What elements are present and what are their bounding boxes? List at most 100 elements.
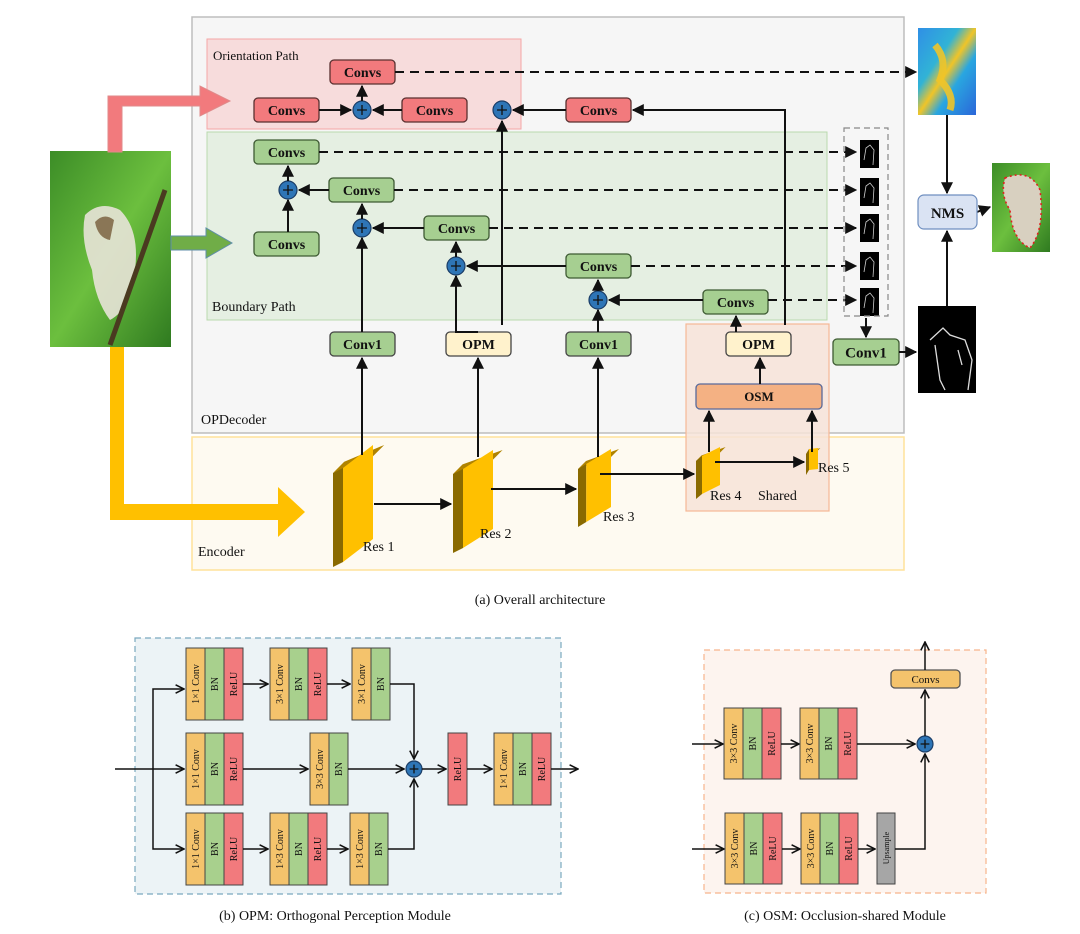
opm-branch2-block1-relu-label: ReLU xyxy=(229,756,240,781)
osm-block-label: OSM xyxy=(744,389,774,404)
orientation-convs-3-label: Convs xyxy=(580,104,618,119)
boundary-convs-1: Convs xyxy=(253,139,320,165)
opdecoder-label: OPDecoder xyxy=(201,413,267,428)
boundary-convs-2: Convs xyxy=(328,177,395,203)
opm-branch1-block1-conv-label: 1×1 Conv xyxy=(191,664,202,704)
opm-tail-block-bn-label: BN xyxy=(518,762,529,776)
osm-block: OSM xyxy=(695,383,823,410)
res-5-label: Res 5 xyxy=(818,461,850,476)
side-output-stack xyxy=(843,127,889,317)
orientation-convs-top-label: Convs xyxy=(344,66,382,81)
osm-bottom-block2-conv-label: 3×3 Conv xyxy=(806,829,817,869)
opm-tail-block-conv-label: 1×1 Conv xyxy=(499,749,510,789)
encoder-label: Encoder xyxy=(198,545,245,560)
fuse-conv1-label: Conv1 xyxy=(845,345,887,361)
boundary-side-output-5 xyxy=(860,288,879,316)
res-4: Res 4 xyxy=(696,447,742,504)
orientation-path-label: Orientation Path xyxy=(213,48,299,63)
opm-branch1-block3: 3×1 Conv BN xyxy=(351,647,391,721)
res-1-label: Res 1 xyxy=(363,540,395,555)
opm-branch2-block2-bn-label: BN xyxy=(334,762,345,776)
opm-branch2-block2-conv-label: 3×3 Conv xyxy=(315,749,326,789)
boundary-convs-3-label: Convs xyxy=(438,222,476,237)
opm-branch3-block2-conv-label: 1×3 Conv xyxy=(275,829,286,869)
osm-top-block2-relu-label: ReLU xyxy=(843,731,854,756)
lateral-opm-1: OPM xyxy=(445,331,512,357)
osm-top-block1-bn-label: BN xyxy=(748,737,759,751)
opm-branch3-block2-bn-label: BN xyxy=(294,842,305,856)
opm-branch3-block2: 1×3 Conv BN ReLU xyxy=(269,812,328,886)
connector-line xyxy=(390,683,414,759)
boundary-convs-5-label: Convs xyxy=(717,296,755,311)
boundary-path-label: Boundary Path xyxy=(212,300,296,315)
add-node-icon xyxy=(916,735,934,753)
opm-branch2-block1-conv-label: 1×1 Conv xyxy=(191,749,202,789)
boundary-input-arrow xyxy=(170,227,234,259)
res-3: Res 3 xyxy=(578,449,635,527)
res-2: Res 2 xyxy=(453,450,512,553)
orientation-convs-1-label: Convs xyxy=(268,104,306,119)
nms-block: NMS xyxy=(917,194,978,230)
opm-branch1-block3-conv-label: 3×1 Conv xyxy=(357,664,368,704)
lateral-opm-1-label: OPM xyxy=(462,338,495,353)
orientation-convs-2-label: Convs xyxy=(416,104,454,119)
svg-text:NMS: NMS xyxy=(931,206,964,222)
opm-post-relu: ReLU xyxy=(447,732,468,806)
lateral-conv1-2-label: Conv1 xyxy=(579,338,618,353)
opm-branch2-block1: 1×1 Conv BN ReLU xyxy=(185,732,244,806)
opm-branch2-block2: 3×3 Conv BN xyxy=(309,732,349,806)
boundary-map-image xyxy=(918,306,976,393)
boundary-convs-0: Convs xyxy=(253,231,320,257)
opm-branch2-block1-bn-label: BN xyxy=(210,762,221,776)
opm-branch1-block1-bn-label: BN xyxy=(210,677,221,691)
add-node-icon xyxy=(352,100,372,120)
connector-line xyxy=(976,205,992,217)
opm-post-relu-conv-label: ReLU xyxy=(453,756,464,781)
add-node-icon xyxy=(405,760,423,778)
add-node-icon xyxy=(352,218,372,238)
connector-line xyxy=(152,769,184,849)
opm-branch3-block3-bn-label: BN xyxy=(374,842,385,856)
opm-branch3-block1-relu-label: ReLU xyxy=(229,836,240,861)
boundary-side-output-1 xyxy=(860,140,879,168)
osm-top-block2-conv-label: 3×3 Conv xyxy=(805,724,816,764)
opm-branch1-block1-relu-label: ReLU xyxy=(229,671,240,696)
encoder-input-arrow xyxy=(110,347,305,537)
lateral-conv1-1-label: Conv1 xyxy=(343,338,382,353)
upsample-block: Upsample xyxy=(876,812,896,885)
boundary-side-output-4 xyxy=(860,252,879,280)
res-1: Res 1 xyxy=(333,445,395,567)
opm-branch3-block1-bn-label: BN xyxy=(210,842,221,856)
opm-branch1-block1: 1×1 Conv BN ReLU xyxy=(185,647,244,721)
boundary-convs-1-label: Convs xyxy=(268,146,306,161)
osm-bottom-block1-bn-label: BN xyxy=(749,842,760,856)
opm4-to-orientation-line xyxy=(631,104,786,325)
upsample-label: Upsample xyxy=(882,831,891,864)
shared-label: Shared xyxy=(758,489,797,504)
opm-branch3-block2-relu-label: ReLU xyxy=(313,836,324,861)
boundary-convs-4-label: Convs xyxy=(580,260,618,275)
opm-branch1-block3-bn-label: BN xyxy=(376,677,387,691)
add-node-icon xyxy=(278,180,298,200)
caption-a: (a) Overall architecture xyxy=(475,593,606,608)
opm-tail-block-relu-label: ReLU xyxy=(537,756,548,781)
boundary-convs-3: Convs xyxy=(423,215,490,241)
opm-branch1-block2-relu-label: ReLU xyxy=(313,671,324,696)
orientation-convs-2: Convs xyxy=(401,97,468,123)
osm-top-block1-conv-label: 3×3 Conv xyxy=(729,724,740,764)
boundary-side-output-3 xyxy=(860,214,879,242)
boundary-convs-5: Convs xyxy=(702,289,769,315)
boundary-side-output-2 xyxy=(860,178,879,206)
osm-top-block2-bn-label: BN xyxy=(824,737,835,751)
connector-line xyxy=(152,689,184,769)
osm-bottom-block1-conv-label: 3×3 Conv xyxy=(730,829,741,869)
lateral-conv1-1: Conv1 xyxy=(329,331,396,357)
lateral-opm-2: OPM xyxy=(725,331,792,357)
connector-line xyxy=(388,779,414,850)
res-5: Res 5 xyxy=(806,448,850,476)
